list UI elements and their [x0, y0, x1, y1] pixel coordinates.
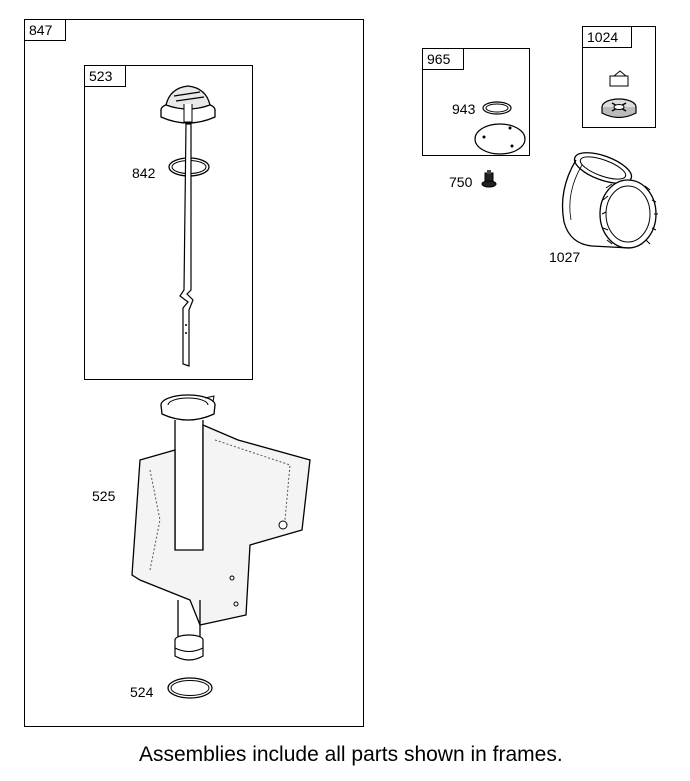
frame-1024-label: 1024 — [582, 26, 632, 48]
diagram-caption: Assemblies include all parts shown in fr… — [139, 743, 563, 766]
callout-842: 842 — [132, 165, 156, 181]
callout-1027: 1027 — [549, 249, 581, 265]
callout-750: 750 — [449, 174, 473, 190]
frame-847-label: 847 — [24, 19, 66, 41]
frame-1024: 1024 — [582, 26, 656, 128]
frame-847: 847 — [24, 19, 364, 727]
callout-524: 524 — [130, 684, 154, 700]
frame-523-label: 523 — [84, 65, 126, 87]
callout-525: 525 — [92, 488, 116, 504]
frame-523: 523 — [84, 65, 253, 380]
frame-965-label: 965 — [422, 48, 464, 70]
callout-943: 943 — [452, 101, 476, 117]
frame-965: 965 — [422, 48, 530, 156]
